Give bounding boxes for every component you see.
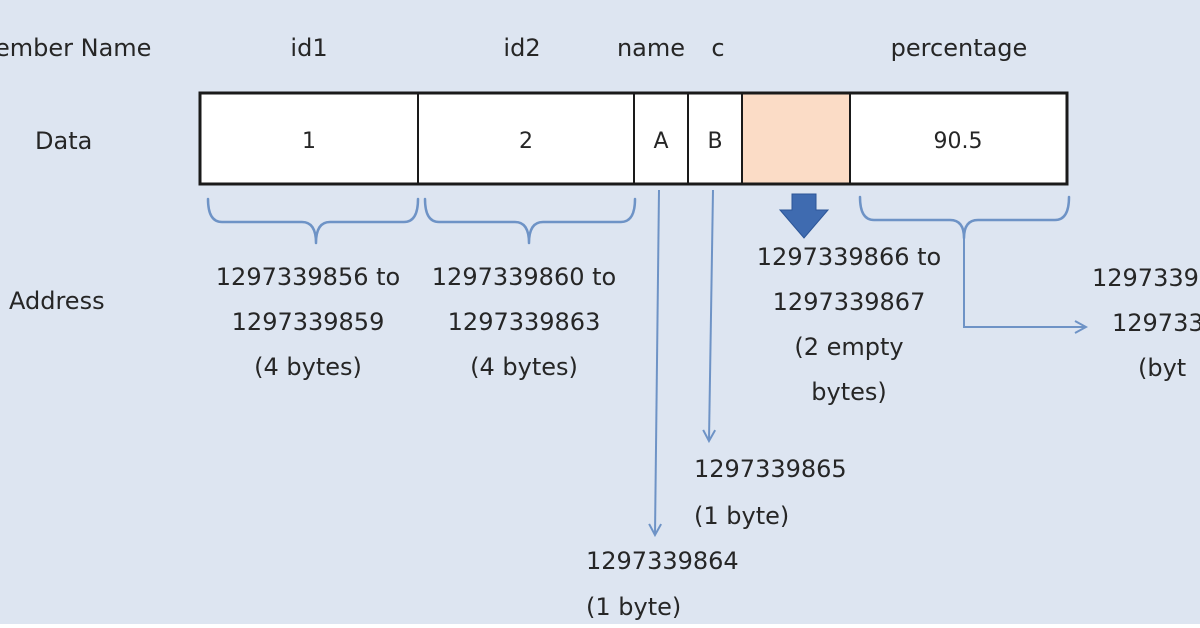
- header-percentage: percentage: [890, 34, 1028, 62]
- member-name-row-label: ember Name: [0, 34, 152, 62]
- address-line: 1297339859: [231, 308, 385, 336]
- address-line: 1297339866 to: [756, 243, 942, 271]
- address-id1: 1297339856 to 1297339859 (4 bytes): [216, 255, 400, 390]
- address-name-line2: (1 byte): [586, 593, 682, 621]
- address-c-line1: 1297339865: [694, 455, 847, 483]
- byte-count: (4 bytes): [254, 353, 362, 381]
- byte-count: (2 empty: [794, 333, 904, 361]
- byte-count: (4 bytes): [470, 353, 578, 381]
- address-percentage-line3: (byt: [1138, 354, 1187, 382]
- percentage-address-connector: [963, 238, 1085, 327]
- cell-percentage-value: 90.5: [934, 129, 983, 154]
- address-c-line2: (1 byte): [694, 502, 790, 530]
- padding-cell: [742, 93, 850, 184]
- address-id2: 1297339860 to 1297339863 (4 bytes): [432, 255, 616, 390]
- header-c: c: [711, 34, 725, 62]
- header-id1: id1: [290, 34, 328, 62]
- data-row-label: Data: [35, 127, 93, 155]
- header-id2: id2: [503, 34, 541, 62]
- address-line: 1297339856 to: [215, 263, 401, 291]
- address-row-label: Address: [9, 287, 105, 315]
- bottom-border: [0, 624, 1200, 628]
- address-name-line1: 1297339864: [586, 547, 739, 575]
- header-name: name: [616, 34, 686, 62]
- id1-brace: [206, 197, 420, 245]
- id2-brace: [423, 197, 637, 245]
- address-padding: 1297339866 to 1297339867 (2 empty bytes): [757, 235, 941, 415]
- percentage-brace: [858, 195, 1071, 240]
- address-line: 1297339860 to: [431, 263, 617, 291]
- address-line: 1297339867: [772, 288, 926, 316]
- address-percentage-line1: 1297339: [1092, 264, 1199, 292]
- address-line: 1297339863: [447, 308, 601, 336]
- name-address-connector: [655, 189, 659, 534]
- byte-count: bytes): [811, 378, 887, 406]
- cell-name-value: A: [653, 129, 668, 154]
- cell-c-value: B: [707, 129, 722, 154]
- cell-id2-value: 2: [519, 129, 533, 154]
- data-cells: 1 2 A B 90.5: [198, 91, 1069, 186]
- padding-down-arrow-icon: [778, 193, 830, 239]
- c-address-connector: [709, 189, 713, 440]
- cell-id1-value: 1: [302, 129, 316, 154]
- address-percentage-line2: 129733: [1112, 309, 1200, 337]
